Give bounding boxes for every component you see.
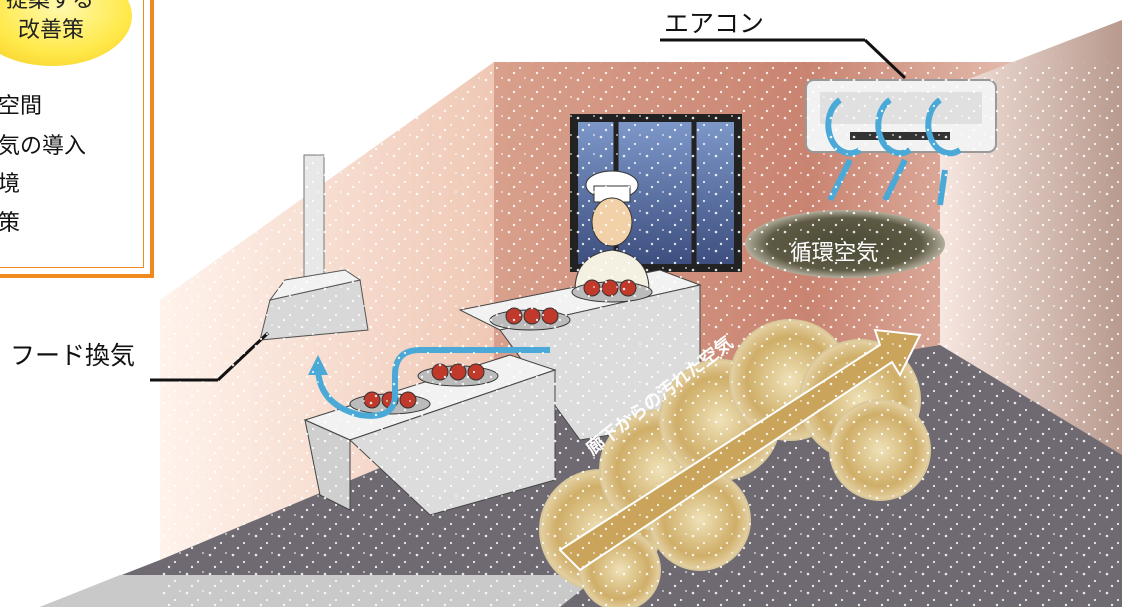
bubble-line1: 提案する	[6, 0, 95, 13]
aircon-label: エアコン	[664, 9, 765, 38]
dust-overlay	[160, 62, 1122, 607]
improvement-item: 境	[0, 172, 21, 197]
improvement-item: 空間	[0, 94, 43, 119]
hood-ventilation-label: フード換気	[10, 341, 136, 370]
improvement-box: 提案する 改善策 空間 気の導入 境 策	[0, 0, 154, 278]
circulating-air-label: 循環空気	[790, 241, 879, 266]
proposal-bubble: 提案する 改善策	[0, 0, 132, 66]
improvement-item: 気の導入	[0, 134, 87, 159]
bubble-line2: 改善策	[18, 18, 85, 43]
improvement-item: 策	[0, 211, 21, 236]
improvement-box-frame	[0, 0, 144, 268]
